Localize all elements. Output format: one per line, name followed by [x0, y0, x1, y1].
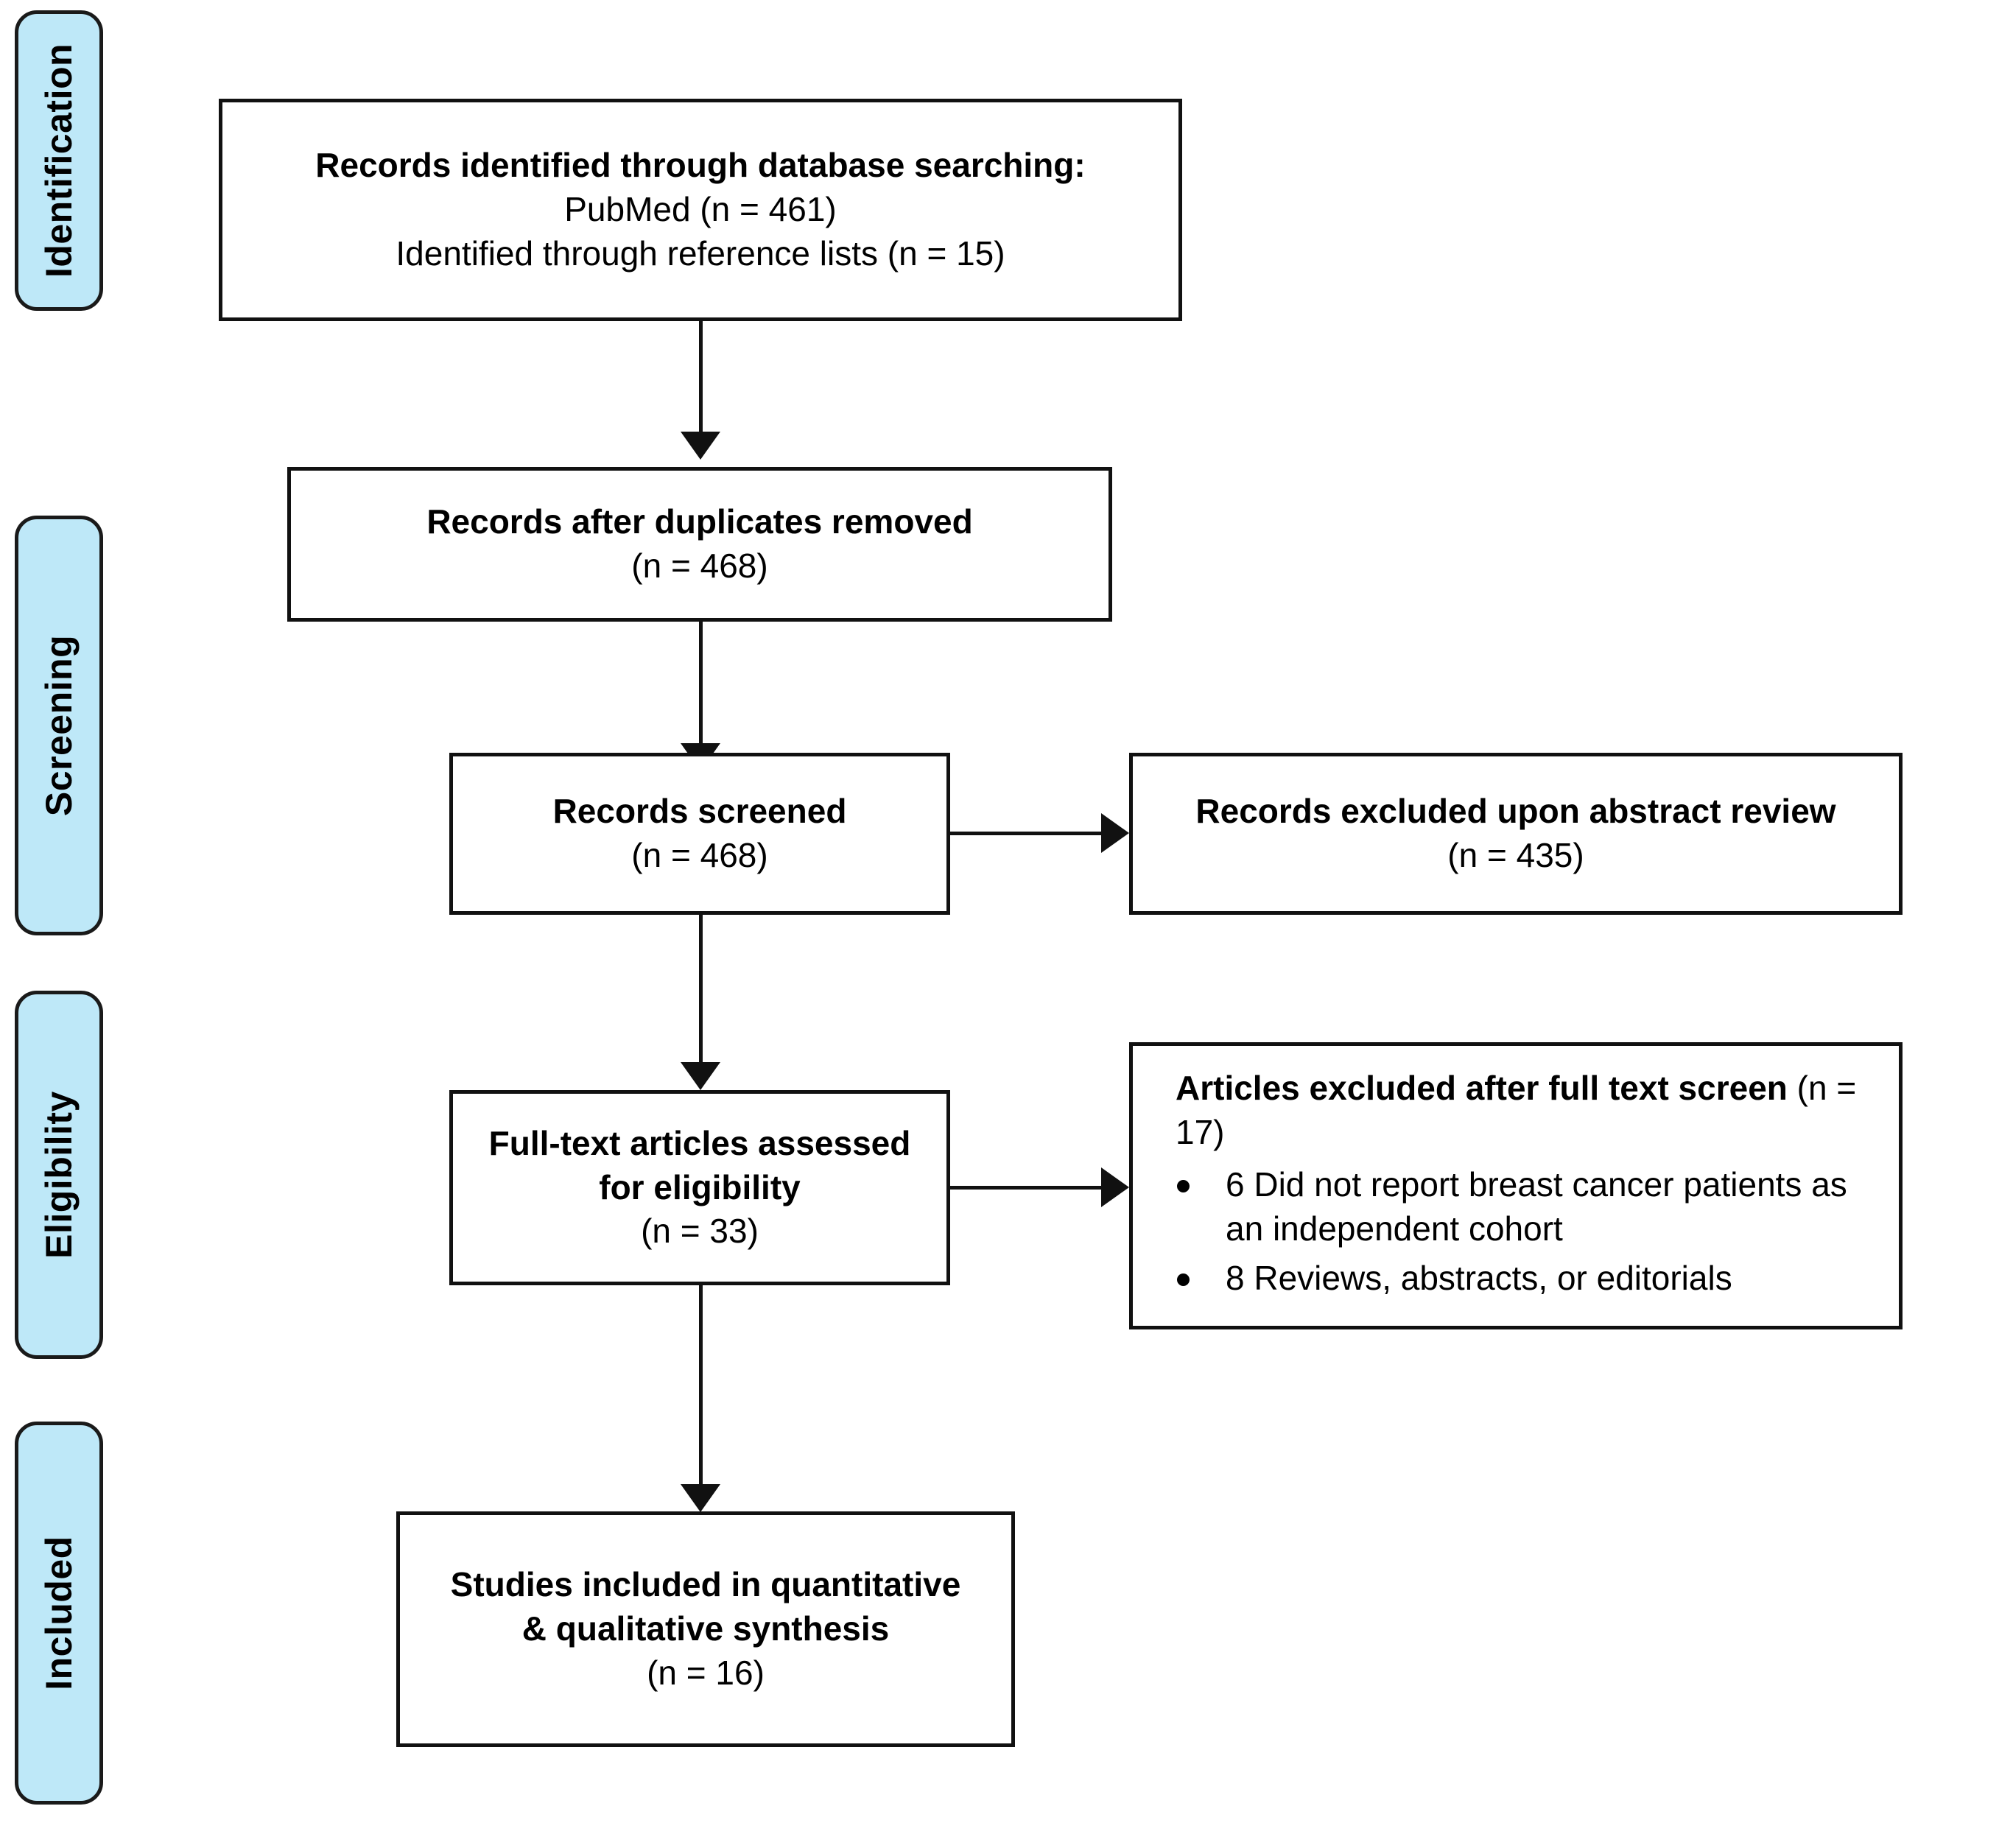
stage-tab-included: Included — [15, 1422, 103, 1805]
connector-screened-to-fulltext — [699, 915, 703, 1062]
articles-excluded-reason-2: 8 Reviews, abstracts, or editorials — [1226, 1259, 1732, 1298]
connector-duplicates-to-screened — [699, 622, 703, 743]
bullet-icon — [1177, 1179, 1190, 1192]
stage-label-included: Included — [38, 1536, 80, 1690]
articles-excluded-reason-list: 6 Did not report breast cancer patients … — [1155, 1162, 1877, 1305]
stage-label-eligibility: Eligibility — [38, 1091, 80, 1259]
arrowhead-screened-to-fulltext — [681, 1062, 720, 1090]
arrowhead-screened-to-excluded-abstract — [1101, 813, 1129, 853]
excluded-abstract-count: (n = 435) — [1447, 836, 1584, 874]
box-articles-excluded-fulltext: Articles excluded after full text screen… — [1129, 1042, 1903, 1329]
arrowhead-identified-to-duplicates — [681, 432, 720, 460]
records-screened-heading: Records screened — [552, 792, 847, 831]
records-identified-references: Identified through reference lists (n = … — [396, 233, 1005, 273]
records-screened-count: (n = 468) — [631, 836, 768, 874]
stage-label-screening: Screening — [38, 634, 80, 817]
bullet-icon — [1177, 1273, 1190, 1287]
box-studies-included: Studies included in quantitative & quali… — [396, 1511, 1015, 1747]
records-identified-heading: Records identified through database sear… — [315, 146, 1086, 185]
studies-included-heading-1: Studies included in quantitative — [450, 1565, 961, 1604]
duplicates-removed-count: (n = 468) — [631, 547, 768, 585]
articles-excluded-title-text: Articles excluded after full text screen — [1176, 1069, 1788, 1108]
connector-fulltext-to-included — [699, 1285, 703, 1484]
box-records-screened: Records screened (n = 468) — [449, 753, 950, 915]
connector-screened-to-excluded-abstract — [950, 832, 1105, 835]
fulltext-assessed-heading-1: Full-text articles assessed — [488, 1123, 911, 1162]
articles-excluded-title-count: (n = 17) — [1176, 1069, 1857, 1151]
list-item: 8 Reviews, abstracts, or editorials — [1155, 1256, 1877, 1301]
box-duplicates-removed: Records after duplicates removed (n = 46… — [287, 467, 1112, 622]
articles-excluded-reason-1: 6 Did not report breast cancer patients … — [1226, 1164, 1847, 1248]
stage-label-identification: Identification — [38, 43, 80, 278]
fulltext-assessed-heading-2: for eligibility — [599, 1167, 801, 1206]
box-fulltext-assessed: Full-text articles assessed for eligibil… — [449, 1090, 950, 1285]
stage-tab-screening: Screening — [15, 516, 103, 935]
stage-tab-identification: Identification — [15, 10, 103, 311]
duplicates-removed-heading: Records after duplicates removed — [426, 502, 973, 541]
box-records-identified: Records identified through database sear… — [219, 99, 1182, 321]
box-records-excluded-abstract: Records excluded upon abstract review (n… — [1129, 753, 1903, 915]
studies-included-count: (n = 16) — [647, 1653, 765, 1692]
studies-included-heading-2: & qualitative synthesis — [521, 1609, 890, 1648]
arrowhead-fulltext-to-included — [681, 1484, 720, 1512]
stage-tab-eligibility: Eligibility — [15, 991, 103, 1359]
articles-excluded-title: Articles excluded after full text screen… — [1155, 1067, 1877, 1155]
fulltext-assessed-count: (n = 33) — [641, 1212, 759, 1251]
excluded-abstract-heading: Records excluded upon abstract review — [1195, 792, 1836, 831]
arrowhead-fulltext-to-excluded-fulltext — [1101, 1167, 1129, 1207]
connector-fulltext-to-excluded-fulltext — [950, 1186, 1105, 1190]
connector-identified-to-duplicates — [699, 321, 703, 432]
records-identified-pubmed: PubMed (n = 461) — [564, 190, 837, 229]
list-item: 6 Did not report breast cancer patients … — [1155, 1162, 1877, 1251]
